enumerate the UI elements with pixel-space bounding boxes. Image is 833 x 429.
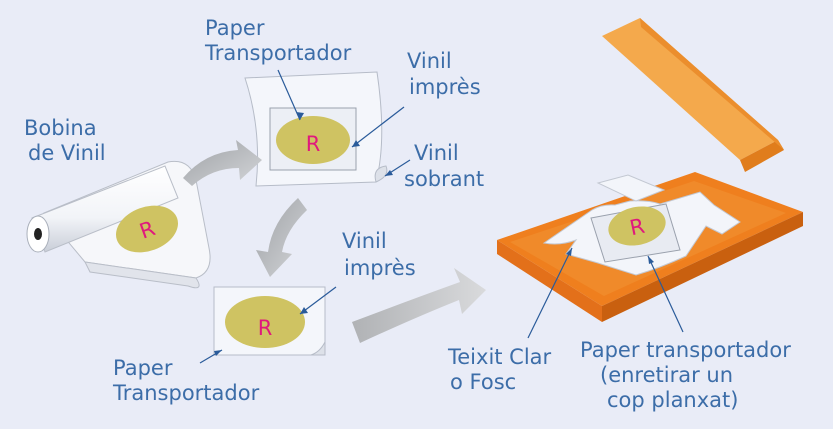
vinyl-roll: R — [26, 160, 211, 289]
label-vinil-sobrant-line1: Vinil — [414, 141, 459, 165]
arrow-cut-to-press — [352, 268, 486, 343]
label-vinil-impres-mid-line1: Vinil — [342, 229, 387, 253]
logo-oval — [276, 116, 350, 164]
logo-letter: R — [628, 214, 647, 241]
label-vinil-impres-top-line1: Vinil — [407, 49, 452, 73]
leader-lines — [199, 69, 684, 364]
label-bobina-line2: de Vinil — [28, 141, 106, 165]
arrow-sheet-to-cut — [256, 198, 307, 277]
label-vinil-impres-top-line2: imprès — [409, 75, 481, 99]
label-paper-press-line3: cop planxat) — [607, 388, 738, 412]
logo-oval — [116, 205, 178, 253]
label-teixit-line2: o Fosc — [450, 370, 516, 394]
arrow-roll-to-sheet — [183, 140, 262, 186]
logo-oval — [225, 296, 305, 348]
logo-letter: R — [258, 316, 273, 340]
label-teixit-line1: Teixit Clar — [447, 345, 552, 369]
label-paper-top-line1: Paper — [205, 16, 265, 40]
label-paper-bottom-line2: Transportador — [112, 381, 260, 405]
label-paper-top-line2: Transportador — [204, 41, 352, 65]
heat-press: R — [497, 18, 803, 322]
label-paper-press-line1: Paper transportador — [580, 338, 791, 362]
label-bobina-line1: Bobina — [24, 116, 97, 140]
label-vinil-sobrant-line2: sobrant — [404, 167, 484, 191]
logo-oval — [608, 206, 666, 246]
carrier-sheet-top: R — [244, 71, 388, 187]
label-paper-press-line2: (enretirar un — [600, 363, 733, 387]
label-vinil-impres-mid-line2: imprès — [344, 256, 416, 280]
logo-letter: R — [306, 132, 321, 156]
carrier-sheet-bottom: R — [213, 286, 326, 356]
label-paper-bottom-line1: Paper — [113, 356, 173, 380]
